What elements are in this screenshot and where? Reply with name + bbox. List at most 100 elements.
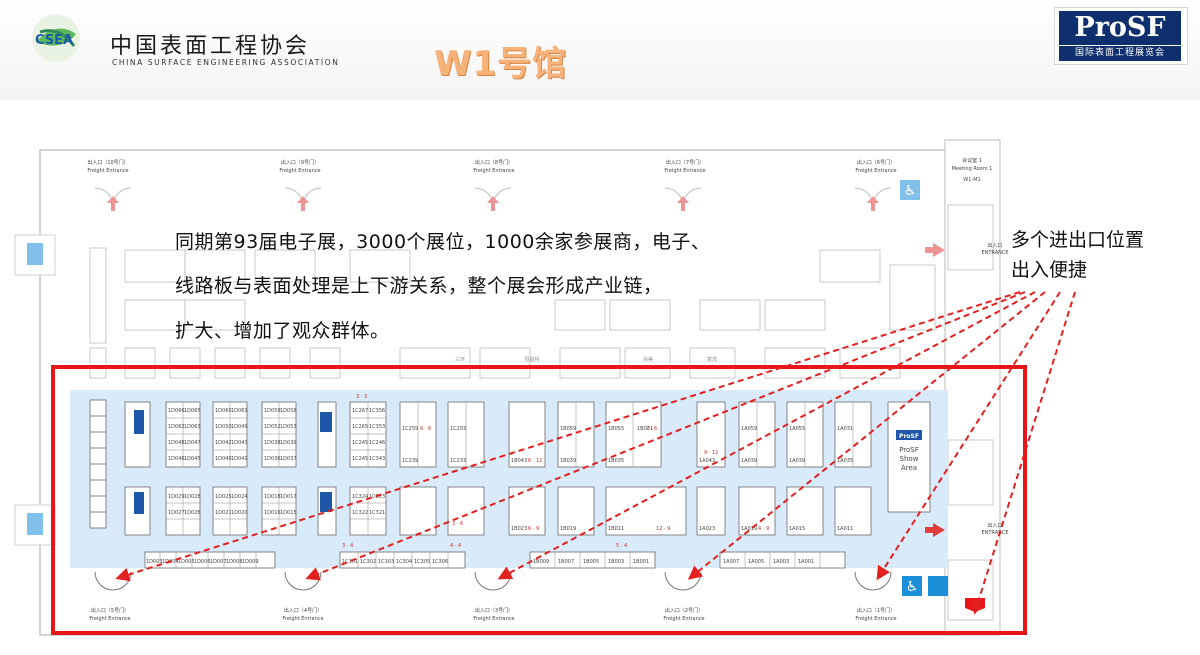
svg-text:1D016: 1D016 bbox=[264, 510, 281, 516]
svg-text:1D040: 1D040 bbox=[215, 456, 232, 462]
restroom-icon bbox=[27, 243, 43, 265]
logo-text: CSEA bbox=[35, 33, 73, 48]
svg-text:1D059: 1D059 bbox=[264, 408, 281, 414]
gate-4-label: 出入口（4号门） bbox=[284, 607, 322, 614]
gate-6-label: 出入口（6号门） bbox=[857, 159, 895, 166]
svg-text:1A059: 1A059 bbox=[741, 426, 757, 432]
svg-text:1D060: 1D060 bbox=[215, 408, 232, 414]
svg-text:1A035: 1A035 bbox=[837, 458, 853, 464]
booths bbox=[89, 399, 931, 569]
svg-text:1D024: 1D024 bbox=[231, 494, 248, 500]
svg-text:1C306: 1C306 bbox=[432, 559, 448, 565]
svg-text:1D053: 1D053 bbox=[280, 424, 297, 430]
svg-text:1C356: 1C356 bbox=[369, 408, 385, 414]
svg-text:1B005: 1B005 bbox=[583, 559, 599, 565]
svg-text:1C343: 1C343 bbox=[369, 456, 385, 462]
svg-text:1D015: 1D015 bbox=[280, 510, 297, 516]
entrance-bottom-cn: 出入口 bbox=[987, 522, 1002, 529]
svg-text:1C303: 1C303 bbox=[378, 559, 394, 565]
gate-9-en: Freight Entrance bbox=[279, 168, 320, 174]
svg-text:1D052: 1D052 bbox=[264, 424, 281, 430]
svg-text:1B003: 1B003 bbox=[608, 559, 624, 565]
entrance-top-en: ENTRANCE bbox=[981, 250, 1008, 256]
svg-text:1C259: 1C259 bbox=[402, 426, 418, 432]
bottom-gates: 出入口（5号门） Freight Entrance 出入口（4号门） Freig… bbox=[89, 607, 896, 622]
svg-text:♿: ♿ bbox=[904, 183, 917, 199]
svg-text:1C203: 1C203 bbox=[450, 426, 466, 432]
gate-4-en: Freight Entrance bbox=[282, 616, 323, 622]
svg-text:4 · 9: 4 · 9 bbox=[758, 526, 769, 532]
svg-text:1D049: 1D049 bbox=[231, 424, 248, 430]
svg-text:1D008: 1D008 bbox=[226, 559, 243, 565]
top-gates: 出入口（10号门） Freight Entrance 出入口（9号门） Frei… bbox=[87, 157, 1008, 363]
svg-text:1D048: 1D048 bbox=[168, 440, 185, 446]
info-line-2: 线路板与表面处理是上下游关系，整个展会形成产业链， bbox=[175, 275, 663, 297]
org-name-cn: 中国表面工程协会 bbox=[110, 34, 311, 59]
meeting-room-cn: 会议室 1 bbox=[962, 157, 982, 164]
svg-text:1B031: 1B031 bbox=[637, 426, 653, 432]
entrance-bottom-en: ENTRANCE bbox=[981, 530, 1008, 536]
restroom-icon bbox=[27, 513, 43, 535]
accessible-icon bbox=[900, 180, 920, 200]
svg-text:1C323: 1C323 bbox=[369, 494, 385, 500]
show-area-logo-bg bbox=[896, 430, 922, 440]
svg-text:1D066: 1D066 bbox=[168, 408, 185, 414]
svg-text:1D042: 1D042 bbox=[215, 440, 232, 446]
svg-text:1B035: 1B035 bbox=[608, 458, 624, 464]
svg-text:6 · 9: 6 · 9 bbox=[528, 526, 539, 532]
svg-text:6 · 6: 6 · 6 bbox=[420, 426, 431, 432]
svg-text:1A043: 1A043 bbox=[699, 458, 715, 464]
prosf-subtitle: 国际表面工程展览会 bbox=[1059, 46, 1181, 61]
brand-tile bbox=[320, 412, 332, 432]
restroom-icon bbox=[928, 576, 948, 596]
svg-text:1D065: 1D065 bbox=[184, 408, 201, 414]
svg-text:1A019: 1A019 bbox=[741, 526, 757, 532]
svg-text:1D046: 1D046 bbox=[168, 456, 185, 462]
gate-7-en: Freight Entrance bbox=[664, 168, 705, 174]
svg-text:1A031: 1A031 bbox=[837, 426, 853, 432]
svg-text:1C245: 1C245 bbox=[352, 456, 368, 462]
svg-text:♿: ♿ bbox=[906, 579, 919, 595]
meeting-room-code: W1-M1 bbox=[963, 177, 980, 183]
svg-text:1A039: 1A039 bbox=[741, 458, 757, 464]
highlight-frame bbox=[51, 365, 1027, 635]
svg-text:1D029: 1D029 bbox=[168, 494, 185, 500]
svg-text:1D003: 1D003 bbox=[146, 559, 163, 565]
svg-text:1C322: 1C322 bbox=[352, 510, 368, 516]
svg-text:1A011: 1A011 bbox=[837, 526, 853, 532]
svg-text:1B023: 1B023 bbox=[511, 526, 527, 532]
meeting-room-en: Meeting Room 1 bbox=[952, 166, 993, 172]
svg-text:1B043: 1B043 bbox=[511, 458, 527, 464]
svg-text:1D009: 1D009 bbox=[242, 559, 259, 565]
svg-text:1D063: 1D063 bbox=[184, 424, 201, 430]
svg-text:1D062: 1D062 bbox=[168, 424, 185, 430]
svg-text:1D018: 1D018 bbox=[264, 494, 281, 500]
svg-text:12 · 9: 12 · 9 bbox=[656, 526, 670, 532]
svg-text:1C324: 1C324 bbox=[352, 494, 368, 500]
top-label-3: 尚美 bbox=[643, 356, 653, 363]
gate-8-label: 出入口（8号门） bbox=[475, 159, 513, 166]
svg-text:1C239: 1C239 bbox=[402, 458, 418, 464]
svg-text:1C302: 1C302 bbox=[360, 559, 376, 565]
svg-text:7 · 6: 7 · 6 bbox=[646, 426, 657, 432]
top-label-4: 富茂 bbox=[707, 356, 717, 363]
gate-10-en: Freight Entrance bbox=[87, 168, 128, 174]
svg-text:1D058: 1D058 bbox=[280, 408, 297, 414]
svg-text:1D039: 1D039 bbox=[280, 440, 297, 446]
svg-text:1D025: 1D025 bbox=[215, 494, 232, 500]
svg-text:1A005: 1A005 bbox=[748, 559, 764, 565]
gate-2-en: Freight Entrance bbox=[663, 616, 704, 622]
svg-text:9 · 12: 9 · 12 bbox=[704, 450, 718, 456]
svg-text:1A001: 1A001 bbox=[798, 559, 814, 565]
svg-text:1B055: 1B055 bbox=[608, 426, 624, 432]
gate-1-en: Freight Entrance bbox=[855, 616, 896, 622]
brand-tile bbox=[134, 492, 144, 514]
svg-text:1C267: 1C267 bbox=[352, 408, 368, 414]
hall-title: W1号馆 bbox=[434, 44, 568, 84]
org-name-en: CHINA SURFACE ENGINEERING ASSOCIATION bbox=[112, 58, 340, 67]
brand-tile bbox=[134, 410, 144, 434]
svg-text:1D045: 1D045 bbox=[184, 456, 201, 462]
accessible-icon bbox=[902, 576, 922, 596]
svg-text:1D028: 1D028 bbox=[184, 494, 201, 500]
info-line-1: 同期第93届电子展，3000个展位，1000余家参展商，电子、 bbox=[175, 231, 711, 253]
